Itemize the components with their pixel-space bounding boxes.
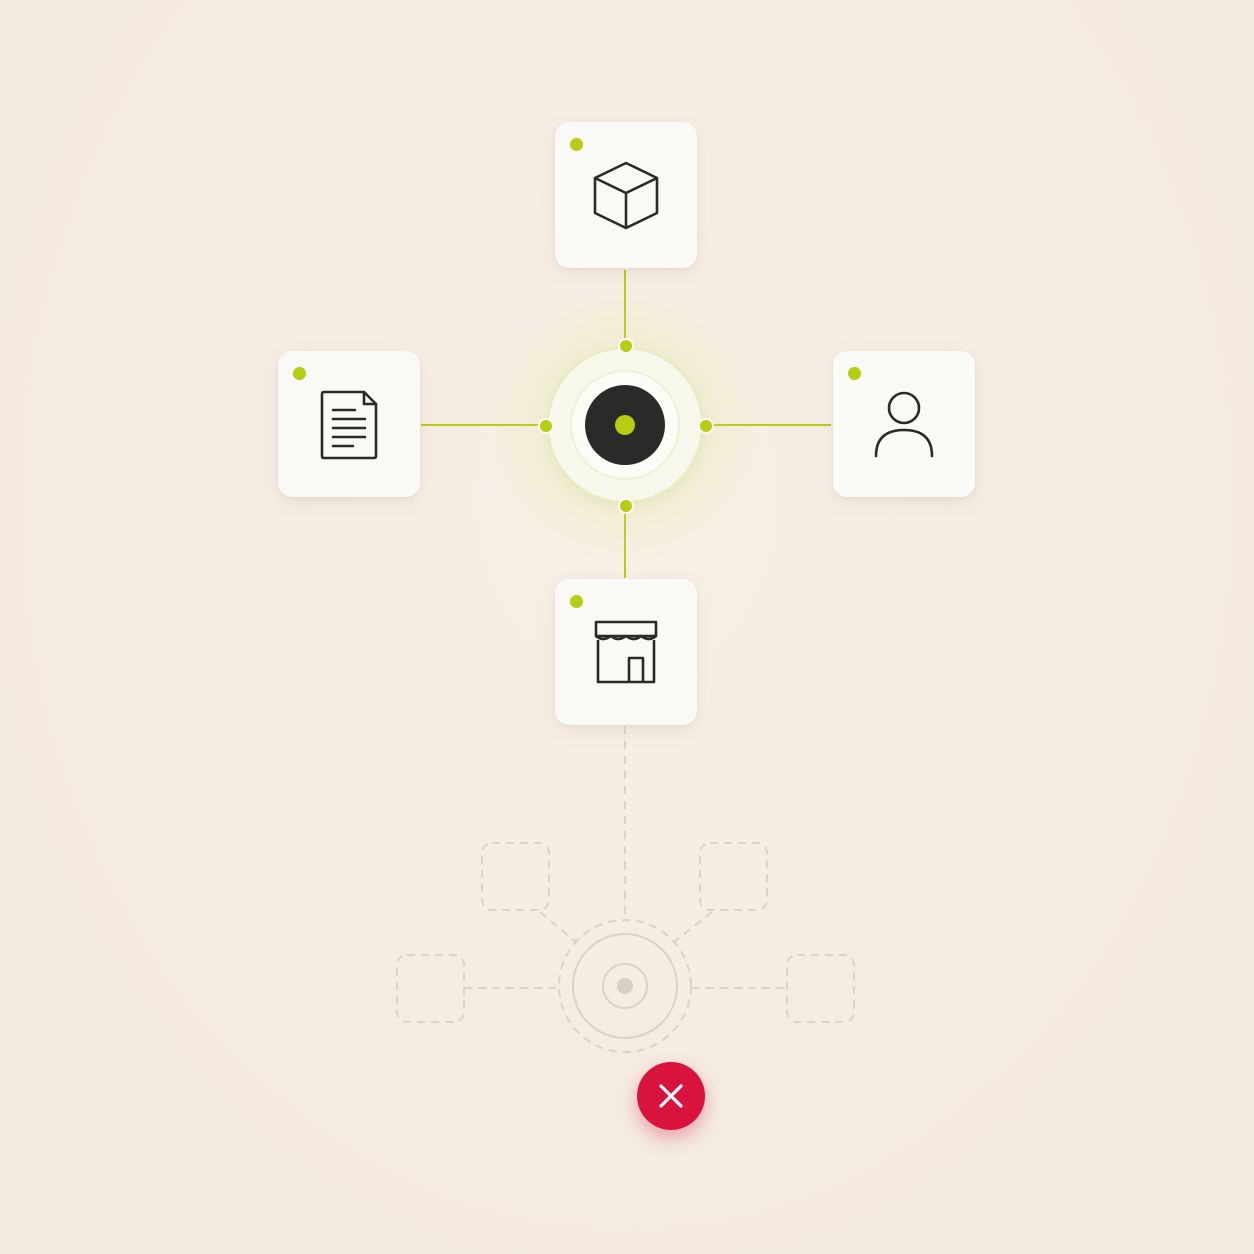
ghost-hub-core bbox=[617, 978, 633, 994]
node-card-document[interactable] bbox=[278, 351, 420, 497]
ghost-connector-upper-right bbox=[673, 911, 713, 943]
hub-port-top[interactable] bbox=[618, 338, 634, 354]
status-dot bbox=[570, 138, 583, 151]
node-card-user[interactable] bbox=[833, 351, 975, 497]
status-dot bbox=[848, 367, 861, 380]
hub-port-right[interactable] bbox=[698, 418, 714, 434]
hub-port-left[interactable] bbox=[538, 418, 554, 434]
user-icon bbox=[874, 391, 934, 458]
node-card-cube[interactable] bbox=[555, 122, 697, 268]
ghost-node-left bbox=[396, 954, 465, 1023]
ghost-node-upper-left bbox=[481, 842, 550, 911]
ghost-node-upper-right bbox=[699, 842, 768, 911]
ghost-connector-upper-left bbox=[539, 911, 577, 943]
hub-core-dot bbox=[615, 415, 635, 435]
storefront-icon bbox=[594, 620, 658, 684]
hub-core-icon[interactable] bbox=[585, 385, 665, 465]
status-dot bbox=[570, 595, 583, 608]
cube-icon bbox=[593, 161, 659, 230]
close-icon bbox=[659, 1084, 683, 1108]
close-button[interactable] bbox=[637, 1062, 705, 1130]
ghost-cluster bbox=[396, 726, 855, 1053]
ghost-hub-inner-ring bbox=[602, 963, 648, 1009]
node-card-storefront[interactable] bbox=[555, 579, 697, 725]
status-dot bbox=[293, 367, 306, 380]
document-icon bbox=[320, 390, 378, 460]
ghost-hub-middle-ring bbox=[572, 933, 678, 1039]
hub-port-bottom[interactable] bbox=[618, 498, 634, 514]
ghost-hub-outer-ring bbox=[558, 919, 692, 1053]
ghost-node-right bbox=[786, 954, 855, 1023]
